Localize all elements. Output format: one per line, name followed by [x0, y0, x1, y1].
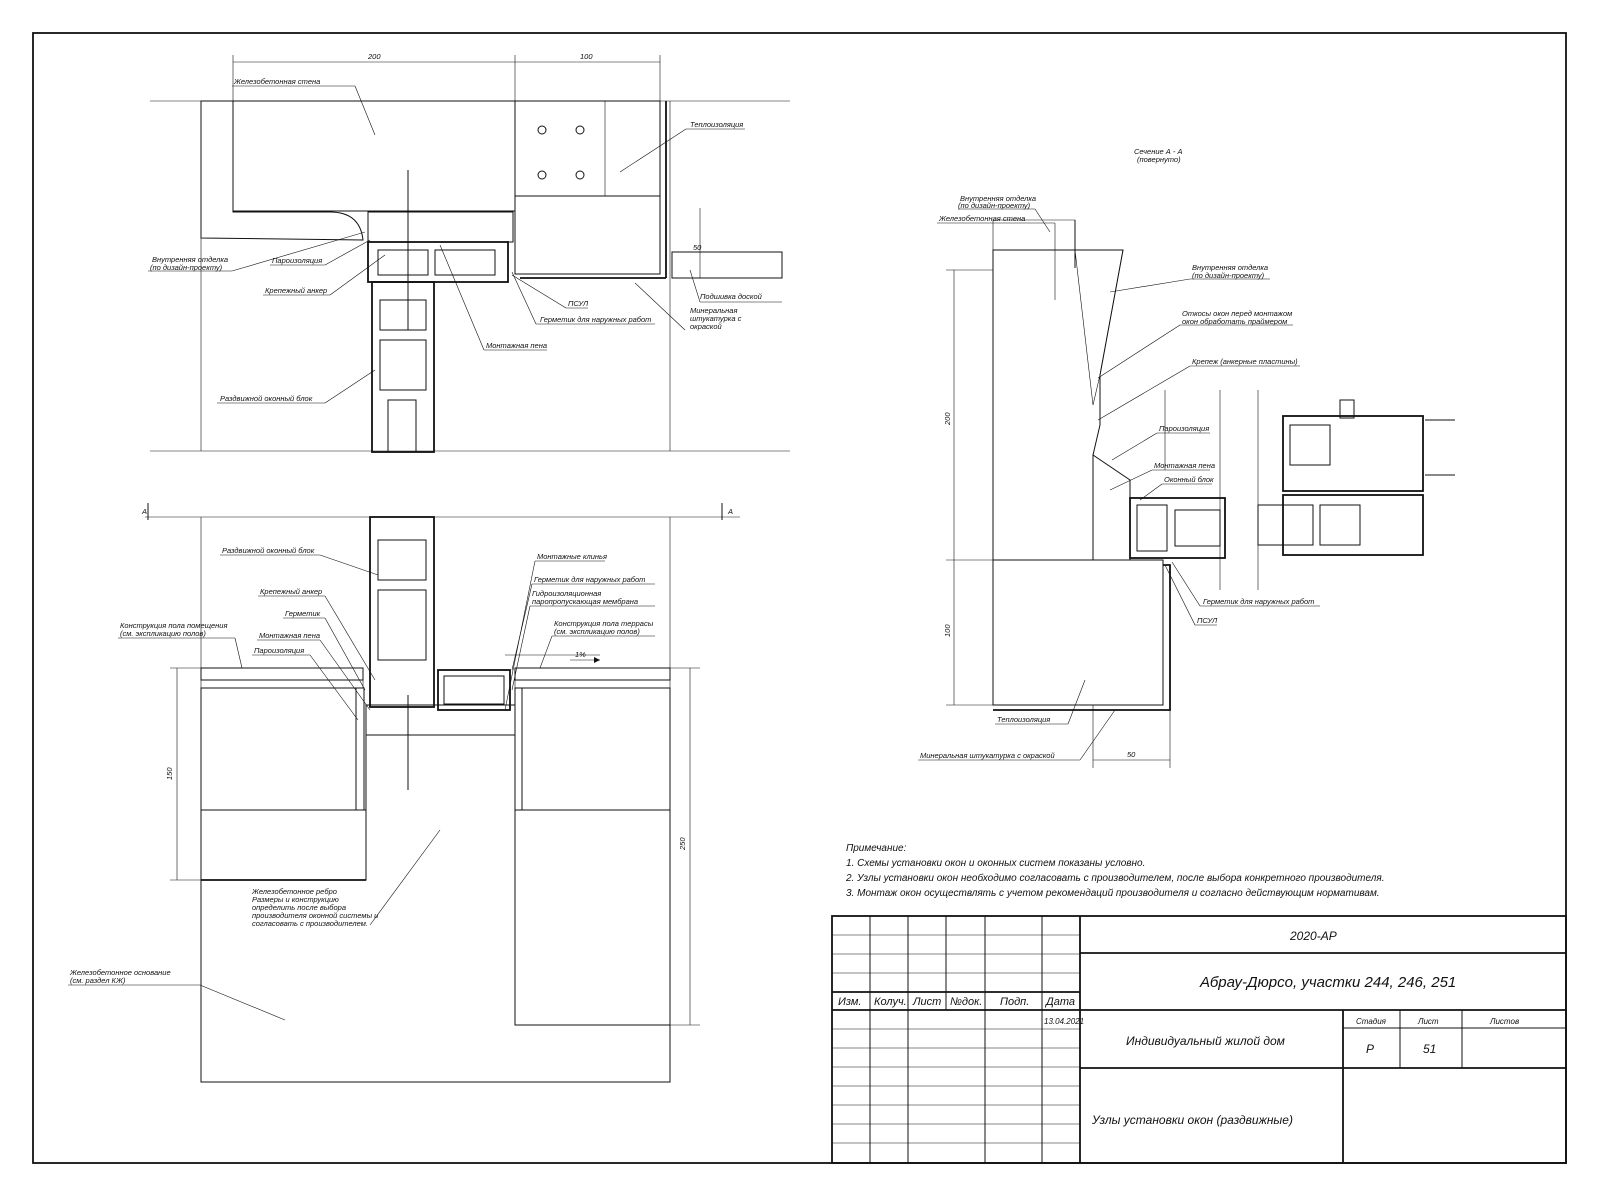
label-membrane-1: Гидроизоляционная: [532, 589, 601, 598]
label-plaster-head-3: окраской: [690, 322, 723, 331]
label-vapor-jamb: Пароизоляция: [1159, 424, 1209, 433]
dim-50-top: 50: [693, 243, 702, 252]
label-wedges: Монтажные клинья: [537, 552, 607, 561]
label-floor-terrace-1: Конструкция пола террасы: [554, 619, 654, 628]
label-vapor-head: Пароизоляция: [272, 256, 322, 265]
label-anchor-sill: Крепежный анкер: [260, 587, 322, 596]
label-psul-jamb: ПСУЛ: [1197, 616, 1218, 625]
label-foam-head: Монтажная пена: [486, 341, 547, 350]
label-wall-head: Железобетонная стена: [233, 77, 320, 86]
sill-leaders: [68, 554, 655, 1021]
label-finish-jamb-2a: Внутренняя отделка: [1192, 263, 1268, 272]
dim-100-right: 100: [943, 624, 952, 637]
label-base-2: (см. раздел КЖ): [70, 976, 126, 985]
board-soffit: [671, 251, 783, 279]
section-title-2: (повернуто): [1137, 155, 1181, 164]
jamb-leaders: [918, 208, 1320, 761]
tb-sheet: 51: [1423, 1042, 1436, 1056]
sill-detail: [145, 503, 740, 1083]
label-board-head: Подшивка доской: [700, 292, 763, 301]
label-floor-room-1: Конструкция пола помещения: [120, 621, 227, 630]
label-base-1: Железобетонное основание: [69, 968, 171, 977]
section-mark-left: А: [141, 507, 147, 516]
label-primer-2: окон обработать праймером: [1182, 317, 1287, 326]
window-profile-bottom: [369, 516, 435, 708]
label-floor-terrace-2: (см. экспликацию полов): [554, 627, 640, 636]
tb-stage-label: Стадия: [1356, 1017, 1387, 1026]
head-detail: [150, 55, 790, 453]
label-rib-5: согласовать с производителем.: [252, 919, 368, 928]
label-wall-jamb: Железобетонная стена: [938, 214, 1025, 223]
tb-sheets-label: Листов: [1489, 1017, 1519, 1026]
label-finish-jamb-1b: (по дизайн-проекту): [958, 201, 1031, 210]
tb-sheet-label: Лист: [1417, 1017, 1439, 1026]
tb-col-list: Лист: [912, 996, 941, 1008]
label-window-sill: Раздвижной оконный блок: [222, 546, 315, 555]
concrete-wall: [232, 100, 516, 212]
label-sealant-head: Герметик для наружных работ: [540, 315, 651, 324]
tb-building: Индивидуальный жилой дом: [1126, 1034, 1285, 1048]
tb-col-data: Дата: [1044, 996, 1075, 1008]
label-insulation-jamb: Теплоизоляция: [997, 715, 1050, 724]
section-title-1: Сечение А - А: [1134, 147, 1182, 156]
label-rib-2: Размеры и конструкцию: [252, 895, 339, 904]
head-leaders: [148, 85, 782, 404]
label-finish-head-2: (по дизайн-проекту): [150, 263, 223, 272]
label-anchor-head: Крепежный анкер: [265, 286, 327, 295]
tb-col-koluch: Колуч.: [874, 996, 907, 1008]
note-1: 1. Схемы установки окон и оконных систем…: [846, 858, 1145, 869]
tb-project: Абрау-Дюрсо, участки 244, 246, 251: [1199, 974, 1456, 991]
note-2: 2. Узлы установки окон необходимо соглас…: [845, 872, 1385, 884]
label-rib-3: определить после выбора: [252, 903, 346, 912]
window-profile: [371, 281, 435, 453]
dim-250: 250: [678, 837, 687, 851]
label-plaster-head-2: штукатурка с: [690, 314, 742, 323]
sheet-frame: [32, 32, 1567, 1164]
label-finish-head-1: Внутренняя отделка: [152, 255, 228, 264]
label-foam-jamb: Монтажная пена: [1154, 461, 1215, 470]
dim-50-right: 50: [1127, 750, 1136, 759]
label-window-jamb: Оконный блок: [1164, 475, 1214, 484]
label-finish-jamb-1a: Внутренняя отделка: [960, 194, 1036, 203]
label-sealant-short: Герметик: [285, 609, 321, 618]
label-finish-jamb-2b: (по дизайн-проекту): [1192, 271, 1265, 280]
dim-200-top: 200: [367, 52, 381, 61]
label-rib-1: Железобетонное ребро: [251, 887, 337, 896]
label-rib-4: производителя оконной системы и: [252, 911, 379, 920]
label-fixing: Крепеж (анкерные пластины): [1192, 357, 1298, 366]
tb-col-doc: №док.: [950, 996, 982, 1008]
title-block: [831, 915, 1567, 1164]
label-vapor-sill: Пароизоляция: [254, 646, 304, 655]
label-primer-1: Откосы окон перед монтажом: [1182, 309, 1292, 318]
jamb-detail: [946, 219, 1455, 768]
slope-label: 1%: [575, 650, 586, 659]
notes-heading: Примечание:: [846, 843, 907, 854]
label-plaster-head-1: Минеральная: [690, 306, 737, 315]
insulation-block: [514, 100, 661, 197]
label-psul-head: ПСУЛ: [568, 299, 589, 308]
tb-sheet-title: Узлы установки окон (раздвижные): [1091, 1113, 1293, 1127]
dim-200-right: 200: [943, 412, 952, 426]
tb-col-izm: Изм.: [838, 996, 861, 1008]
foam-band: [367, 211, 514, 243]
tb-col-podp: Подп.: [1000, 996, 1029, 1008]
label-floor-room-2: (см. экспликацию полов): [120, 629, 206, 638]
label-sealant-sill: Герметик для наружных работ: [534, 575, 645, 584]
note-3: 3. Монтаж окон осуществлять с учетом рек…: [846, 888, 1380, 899]
tb-code: 2020-АР: [1289, 929, 1337, 943]
label-membrane-2: паропропускающая мембрана: [532, 597, 638, 606]
dim-100-top: 100: [580, 52, 593, 61]
label-foam-sill: Монтажная пена: [259, 631, 320, 640]
section-mark-right: А: [727, 507, 733, 516]
label-insulation-head: Теплоизоляция: [690, 120, 743, 129]
label-window-head: Раздвижной оконный блок: [220, 394, 313, 403]
label-sealant-jamb: Герметик для наружных работ: [1203, 597, 1314, 606]
tb-stage: Р: [1366, 1042, 1374, 1056]
label-plaster-jamb: Минеральная штукатурка с окраской: [920, 751, 1055, 760]
tb-date: 13.04.2021: [1044, 1017, 1084, 1026]
dim-150: 150: [165, 767, 174, 780]
